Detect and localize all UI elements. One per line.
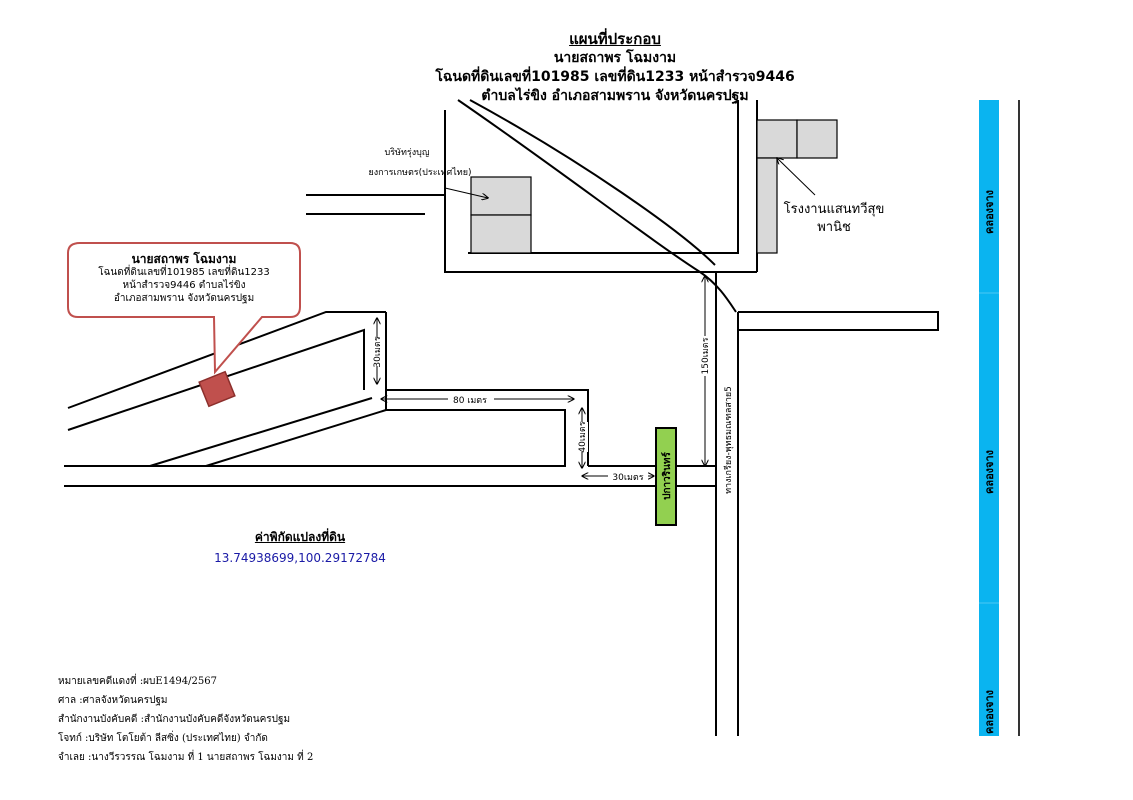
location-info: ตำบลไร่ขิง อำเภอสามพราน จังหวัดนครปฐม xyxy=(481,88,749,104)
company-label: บริษัทรุ่งบุญ xyxy=(384,147,429,158)
callout-line: หน้าสำรวจ9446 ตำบลไร่ขิง xyxy=(122,280,246,291)
diagonal-road xyxy=(205,409,387,467)
callout-line: อำเภอสามพราน จังหวัดนครปฐม xyxy=(113,293,255,304)
defendant: จำเลย :นางวีรวรรณ โฉมงาม ที่ 1 นายสถาพร … xyxy=(58,752,314,763)
pole-marker xyxy=(655,427,677,526)
canal-band xyxy=(979,100,999,736)
diagonal-road xyxy=(67,311,386,409)
case-info: หมายเลขคดีแดงที่ :ผบE1494/2567 ศาล :ศาลจ… xyxy=(58,672,313,767)
label-bg xyxy=(699,336,711,376)
curved-road xyxy=(457,99,737,313)
canal-label: คลองจาง xyxy=(983,690,996,734)
road-edge xyxy=(64,312,566,467)
canal-label: คลองจาง xyxy=(983,450,996,494)
label-bg xyxy=(371,338,383,366)
coordinates-title: ค่าพิกัดแปลงที่ดิน xyxy=(254,530,346,544)
canal-label: คลองจาง xyxy=(983,190,996,234)
case-number: หมายเลขคดีแดงที่ :ผบE1494/2567 xyxy=(58,676,217,687)
label-bg xyxy=(448,393,494,405)
land-plot-marker xyxy=(198,370,236,408)
label-bg xyxy=(608,470,648,482)
company-building xyxy=(470,214,532,254)
enforcement-office: สำนักงานบังคับคดี :สำนักงานบังคับคดีจังห… xyxy=(58,714,291,725)
owner-name: นายสถาพร โฉมงาม xyxy=(553,50,677,66)
distance-label-150m: 150เมตร xyxy=(701,337,711,374)
callout-line: โฉนดที่ดินเลขที่101985 เลขที่ดิน1233 xyxy=(98,267,270,278)
road-edge xyxy=(738,311,939,331)
map-title: แผนที่ประกอบ xyxy=(569,30,661,48)
coordinates-value: 13.74938699,100.29172784 xyxy=(214,551,386,565)
distance-label-30m-vertical: 30เมตร xyxy=(373,336,383,367)
road-edge xyxy=(468,100,739,254)
coordinates-block: ค่าพิกัดแปลงที่ดิน 13.74938699,100.29172… xyxy=(200,528,400,565)
factory-label: โรงงานแสนทวีสุข xyxy=(784,201,885,217)
plaintiff: โจทก์ :บริษัท โตโยต้า ลีสซิ่ง (ประเทศไทย… xyxy=(58,733,268,744)
callout-bubble xyxy=(67,242,301,375)
road-edge xyxy=(306,194,757,273)
callout-text: นายสถาพร โฉมงาม โฉนดที่ดินเลขที่101985 เ… xyxy=(68,243,300,317)
road-label: ทางเกรียง-พุทธมณฑลสาย5 xyxy=(723,386,734,494)
distance-label-30m-horizontal: 30เมตร xyxy=(612,473,643,483)
curved-road xyxy=(469,99,716,266)
company-label: ยงการเกษตร(ประเทศไทย) xyxy=(369,167,472,178)
map-header: แผนที่ประกอบ นายสถาพร โฉมงาม โฉนดที่ดินเ… xyxy=(300,30,930,106)
diagonal-road xyxy=(149,397,373,467)
distance-label-40m: 40เมตร xyxy=(578,421,588,452)
factory-building xyxy=(796,119,838,159)
company-pointer-arrow xyxy=(444,187,488,198)
court: ศาล :ศาลจังหวัดนครปฐม xyxy=(58,695,168,706)
pole-label: ปกาวรินทร์ xyxy=(661,451,673,499)
factory-building xyxy=(756,119,798,159)
factory-label: พานิช xyxy=(817,220,851,235)
factory-building xyxy=(756,157,778,254)
distance-label-80m: 80 เมตร xyxy=(453,396,487,406)
callout-owner: นายสถาพร โฉมงาม xyxy=(131,252,237,266)
deed-info: โฉนดที่ดินเลขที่101985 เลขที่ดิน1233 หน้… xyxy=(435,69,795,85)
factory-pointer-arrow xyxy=(777,158,816,196)
diagonal-road xyxy=(67,328,365,431)
label-bg xyxy=(576,422,588,452)
